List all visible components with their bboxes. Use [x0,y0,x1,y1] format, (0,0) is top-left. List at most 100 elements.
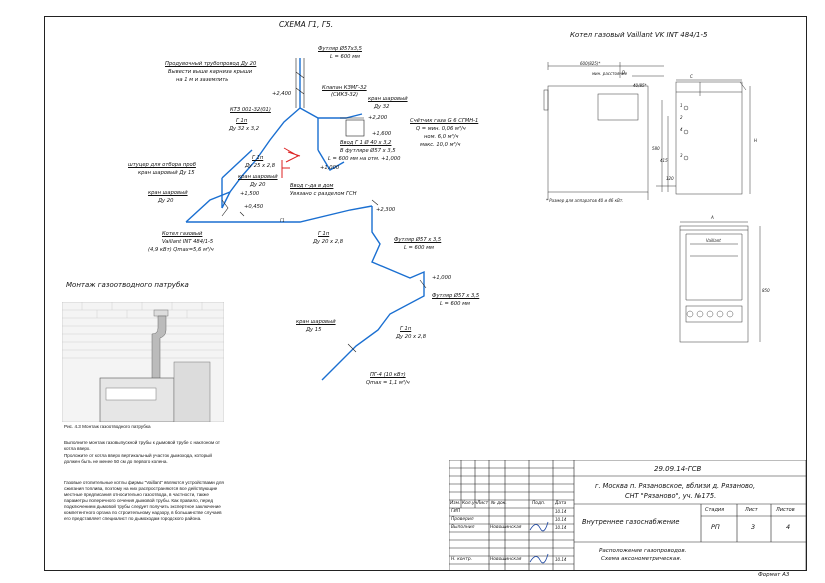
ball-valve-size: Ду 20 [158,198,174,204]
gas-pipe-to-boiler [185,191,231,223]
row-performed-name: Новошинская [490,525,522,530]
montage-bullet-2: Проложите от котла вверх вертикальный уч… [64,453,212,464]
section-title: Внутреннее газоснабжение [582,518,680,526]
pipe-code: Г1 [280,218,285,223]
pos-4: 4 [680,127,683,132]
pipe-label: Г 1п [252,155,264,161]
elevation-mark: +1,000 [432,275,452,281]
boiler-model: Vaillant INT 484/1-5 [162,239,214,245]
ball-valve-label: кран шаровый [148,190,188,196]
nozzle-label: штуцер для отбора проб [128,162,196,168]
sheet-content-2: Схема аксонометрическая. [601,556,682,562]
project-address-1: г. Москва п. Рязановское, вблизи д. Ряза… [595,482,756,490]
elevation-mark: +2,300 [376,207,396,213]
value-sheet: 3 [751,523,756,531]
pipe-size: Ду 20 х 2,8 [313,239,343,245]
col-izm: Изм. [450,501,461,506]
ball-valve-size: Ду 20 [250,182,266,188]
gas-meter [345,119,365,137]
row-norm-control: Н. контр. [451,557,473,562]
dim-120: 120 [666,176,674,181]
flue-pipe [295,58,305,108]
sheet-content-1: Расположение газопроводов. [599,548,687,554]
value-sheets: 4 [786,523,791,531]
gas-meter-label: Счётчик газа G 6 СГМН-1 [410,118,479,124]
boiler-label: Котел газовый [162,231,203,237]
boiler-power: (4,9 кВт) Qmax=5,6 м³/ч [148,247,214,253]
elevation-mark: +2,200 [368,115,388,121]
pipe-size: Ду 25 х 2,8 [245,163,275,169]
row-checked-date: 10.14 [555,517,567,522]
case-length: L = 600 мм [404,245,434,251]
ball-valve-label: кран шаровый [296,319,336,325]
case-label-1-length: L = 600 мм [330,54,360,60]
montage-illustration [62,302,224,422]
title-block: 29.09.14-ГСВ г. Москва п. Рязановское, в… [449,460,806,570]
boiler-spec-title: Котел газовый Vaillant VK INT 484/1-5 [570,31,708,39]
case-length: L = 600 мм [440,301,470,307]
gas-pipe-right-branch [321,206,425,381]
nozzle-valve: кран шаровый Ду 15 [138,170,195,176]
house-inlet-note: Увязано с разделом ГСН [290,191,357,197]
elevation-mark: +2,400 [272,91,292,97]
boiler-footnote: * Размер для аппаратов 40 и 46 кВт. [546,198,624,203]
flue-note-3: на 1 м и заземлить [176,77,229,83]
elevation-mark: +1,600 [372,131,392,137]
house-inlet-label: Ввод г-да в дом [290,183,334,189]
dim-h: H [754,138,758,143]
pipe-size: Ду 32 х 3,2 [229,126,259,132]
dim-width: 600(825)* [580,61,601,66]
dim-c: C [690,74,693,79]
gas-pipe-g1p-a [221,149,253,208]
dim-415: 415 [660,158,668,163]
gas-meter-qmin: Q = мин. 0,06 м³/ч [416,126,466,132]
row-performed: Выполнил [451,525,475,530]
drawing-frame [44,16,807,571]
stove-label: ПГ-4 (10 кВт) [370,372,406,378]
col-koluch: Кол.уч [462,501,478,506]
row-gip-date: 10.14 [555,509,567,514]
montage-paragraph: Газовые отопительные котлы фирмы "Vailla… [64,480,224,521]
inlet-label: Ввод Г 1 Ø 40 х 3,2 [340,140,392,146]
project-code: 29.09.14-ГСВ [654,465,702,473]
pipe-label: Г 1п [400,326,412,332]
row-performed-date: 10.14 [555,525,567,530]
case-label-1: Футляр Ø57х3,5 [318,46,362,52]
inlet-case: В футляре Ø57 х 3,5 [340,148,396,154]
pos-1: 1 [680,103,683,108]
col-data: Дата [555,501,567,506]
gas-meter-qmax: макс. 10,0 м³/ч [420,142,461,148]
row-checked: Проверил [451,517,474,522]
gas-pipe-horizontal [186,205,373,223]
elevation-mark: +1,000 [320,165,340,171]
inlet-length: L = 600 мм на отм. +1,000 [328,156,401,162]
case-label: Футляр Ø57 х 3,5 [432,293,480,299]
dim-580: 580 [652,146,660,151]
title-block-grid [449,460,806,571]
boiler-brand-label: Vaillant [706,238,721,243]
ball-valve-size: Ду 32 [374,104,390,110]
kt3-label: КТЗ 001-32(01) [230,107,271,113]
dim-850: 850 [762,288,770,293]
ball-valve-label: кран шаровый [238,174,278,180]
gas-meter-qnom: ном. 6,0 м³/ч [424,134,459,140]
montage-caption: Рис. 4.3 Монтаж газоотводного патрубка [64,424,151,429]
value-stage: РП [711,523,720,531]
dim-offset: 40/85* [633,83,647,88]
valve-label: Клапан КЗМГ-32 [322,85,367,91]
pipe-label: Г 1п [318,231,330,237]
row-norm-control-name: Новошинская [490,557,522,562]
col-podp: Подп. [532,501,546,506]
pos-2: 2 [680,115,683,120]
dim-min-distance: мин. расстояние [592,71,628,76]
case-label: Футляр Ø57 х 3,5 [394,237,442,243]
valve-label-2: (СИКЗ-32) [331,92,359,98]
elevation-mark: +0,450 [244,204,264,210]
col-ndok: № док. [491,501,507,506]
flue-note-1: Продувочный трубопровод Ду 20 [165,61,257,67]
pipe-label: Г 1п [236,118,248,124]
header-stage: Стадия [705,507,725,513]
